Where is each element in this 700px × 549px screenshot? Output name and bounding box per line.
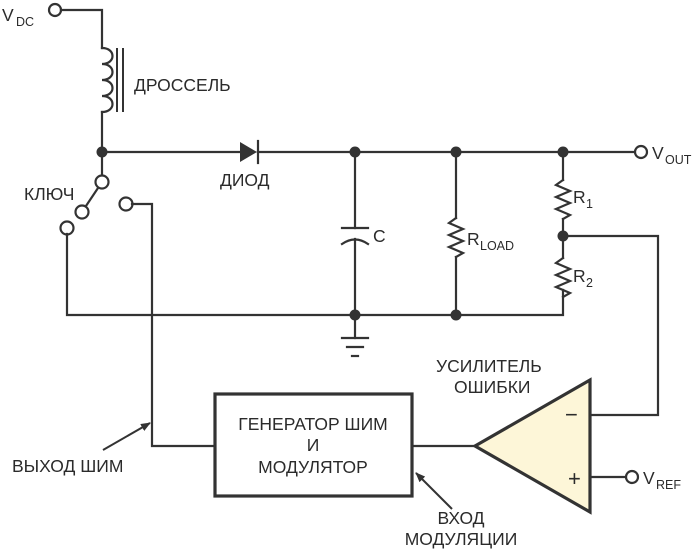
capacitor-symbol: C: [340, 150, 386, 317]
diode-label: ДИОД: [220, 170, 270, 190]
vout-label-sub: OUT: [665, 153, 692, 167]
switch-symbol: КЛЮЧ: [24, 150, 134, 236]
mod-input-label-line2: МОДУЛЯЦИИ: [405, 529, 518, 549]
switch-label: КЛЮЧ: [24, 184, 74, 204]
r2-symbol: R 2: [553, 234, 593, 299]
r1-zigzag: [553, 178, 573, 221]
error-amp-label-line2: ОШИБКИ: [454, 377, 531, 397]
vdc-terminal-circle: [47, 2, 63, 18]
vdc-label-sub: DC: [16, 15, 34, 29]
pwm-generator-block: ГЕНЕРАТОР ШИМ И МОДУЛЯТОР: [213, 392, 414, 498]
pwm-block-line2: И: [307, 435, 320, 455]
mod-input-arrow: [415, 472, 453, 510]
capacitor-label: C: [373, 226, 386, 246]
vout-label: V: [652, 143, 664, 163]
pwm-output-arrow: [102, 422, 151, 451]
rload-zigzag: [446, 216, 466, 259]
r2-label-sub: 2: [586, 276, 593, 290]
vdc-terminal: V DC: [2, 2, 63, 29]
vdc-label: V: [2, 5, 14, 25]
rload-label-sub: LOAD: [480, 239, 514, 253]
opamp-minus-sign: −: [565, 402, 578, 427]
vref-terminal: V REF: [624, 468, 681, 492]
diode-symbol: ДИОД: [220, 139, 270, 190]
vout-terminal-circle: [633, 144, 649, 160]
pwm-output-label: ВЫХОД ШИМ: [12, 456, 123, 476]
switch-moving-contact: [74, 204, 90, 220]
r2-zigzag: [553, 256, 573, 299]
r1-label: R: [573, 187, 586, 207]
pwm-output-annotation: ВЫХОД ШИМ: [12, 422, 151, 476]
switch-pivot-contact: [94, 174, 110, 190]
pwm-block-line1: ГЕНЕРАТОР ШИМ: [238, 414, 388, 434]
switch-control-contact: [118, 196, 134, 212]
r1-symbol: R 1: [553, 150, 593, 238]
vout-terminal: V OUT: [633, 143, 692, 167]
opamp-plus-sign: +: [568, 466, 581, 491]
wire-ground-rail: [65, 232, 565, 317]
error-amplifier: − + УСИЛИТЕЛЬ ОШИБКИ: [436, 356, 592, 515]
rload-symbol: R LOAD: [446, 150, 514, 317]
switch-blade: [84, 186, 100, 208]
r2-label: R: [573, 266, 586, 286]
mod-input-label-line1: ВХОД: [437, 508, 484, 528]
vref-label: V: [643, 468, 655, 488]
mod-input-annotation: ВХОД МОДУЛЯЦИИ: [405, 472, 518, 549]
inductor-label: ДРОССЕЛЬ: [134, 75, 231, 95]
wire-vdc-to-inductor: [59, 8, 104, 50]
junction-rload-bottom: [450, 309, 462, 321]
switch-ground-contact: [59, 220, 75, 236]
pwm-block-box: [213, 392, 414, 498]
r1-label-sub: 1: [586, 197, 593, 211]
wire-feedback: [561, 234, 660, 417]
vref-terminal-circle: [624, 469, 640, 485]
diode-triangle: [240, 142, 257, 162]
pwm-block-line3: МОДУЛЯТОР: [258, 457, 368, 477]
rload-label: R: [467, 229, 480, 249]
inductor-symbol: ДРОССЕЛЬ: [100, 46, 231, 114]
error-amp-label-line1: УСИЛИТЕЛЬ: [436, 356, 542, 376]
inductor-coil: [100, 46, 114, 114]
ground-icon: [340, 313, 370, 358]
vref-label-sub: REF: [656, 478, 681, 492]
opamp-triangle: [471, 377, 592, 515]
wire-pwm-to-switch: [130, 202, 217, 448]
